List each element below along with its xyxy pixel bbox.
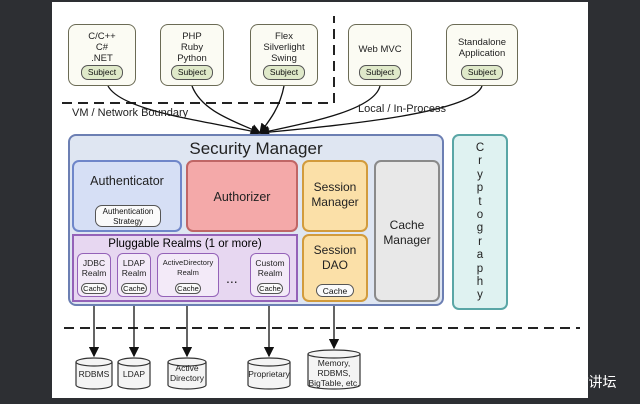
realm-label: LDAP Realm xyxy=(121,258,147,278)
cryptography-letter: y xyxy=(477,168,483,181)
db-cylinder-memory xyxy=(307,349,361,390)
realm-cache: Cache xyxy=(81,283,107,294)
realm-active-directory: ActiveDirectory Realm Cache xyxy=(157,253,219,297)
vm-boundary-line xyxy=(62,16,335,104)
client-php: PHP Ruby Python Subject xyxy=(160,24,224,86)
datastore-label: RDBMS xyxy=(78,369,110,379)
db-cylinder-proprietary xyxy=(247,357,291,390)
client-label: C/C++ C# .NET xyxy=(88,31,116,64)
realm-cache: Cache xyxy=(175,283,201,294)
client-flex: Flex Silverlight Swing Subject xyxy=(250,24,318,86)
realm-cache: Cache xyxy=(257,283,283,294)
realm-label: ActiveDirectory Realm xyxy=(162,258,214,277)
session-manager: Session Manager xyxy=(302,160,368,232)
cryptography-letter: t xyxy=(478,195,482,208)
cryptography-letter: p xyxy=(476,182,484,195)
subject-badge: Subject xyxy=(263,65,305,80)
client-arrow-2 xyxy=(191,85,262,134)
realm-custom: Custom Realm Cache xyxy=(250,253,290,297)
client-standalone: Standalone Application Subject xyxy=(446,24,518,86)
cache-manager: Cache Manager xyxy=(374,160,440,302)
cryptography-letter: y xyxy=(477,289,483,302)
client-arrow-5 xyxy=(258,85,483,138)
realms-ellipsis: ... xyxy=(226,270,238,286)
client-cpp: C/C++ C# .NET Subject xyxy=(68,24,136,86)
cryptography-letter: g xyxy=(476,222,484,235)
db-cylinder-rdbms xyxy=(75,357,113,390)
cache-manager-label: Cache Manager xyxy=(383,218,431,247)
realm-cache: Cache xyxy=(121,283,147,294)
datastore-label: Active Directory xyxy=(169,363,204,383)
local-in-process-label: Local / In-Process xyxy=(358,103,447,115)
realm-ldap: LDAP Realm Cache xyxy=(117,253,151,297)
cryptography-letter: a xyxy=(476,249,484,262)
subject-badge: Subject xyxy=(171,65,213,80)
vm-network-boundary-label: VM / Network Boundary xyxy=(72,107,189,119)
db-cylinder-ldap xyxy=(117,357,151,390)
diagram-canvas: C/C++ C# .NET Subject PHP Ruby Python Su… xyxy=(52,2,588,398)
authorizer: Authorizer xyxy=(186,160,298,232)
datastore-label: Proprietary xyxy=(248,369,290,379)
session-dao: Session DAO Cache xyxy=(302,234,368,302)
client-arrow-3 xyxy=(259,85,285,135)
client-label: Flex Silverlight Swing xyxy=(263,31,305,64)
session-dao-cache: Cache xyxy=(316,284,354,297)
cryptography-letter: h xyxy=(476,276,484,289)
pluggable-realms-title: Pluggable Realms (1 or more) xyxy=(108,238,262,250)
subject-badge: Subject xyxy=(461,65,503,80)
subject-badge: Subject xyxy=(81,65,123,80)
client-label: Standalone Application xyxy=(457,37,507,59)
watermark-text: 头条 @IT讲坛 xyxy=(530,374,617,390)
session-manager-label: Session Manager xyxy=(311,180,359,209)
authorizer-label: Authorizer xyxy=(213,190,271,204)
realm-label: Custom Realm xyxy=(255,258,285,278)
session-dao-label: Session DAO xyxy=(313,243,357,272)
cryptography-letter: p xyxy=(476,262,484,275)
client-arrow-1 xyxy=(107,85,262,137)
client-label: PHP Ruby Python xyxy=(177,31,207,64)
authenticator: Authenticator Authentication Strategy xyxy=(72,160,182,232)
realm-jdbc: JDBC Realm Cache xyxy=(77,253,111,297)
cryptography-letter: r xyxy=(478,235,482,248)
cryptography-letter: r xyxy=(478,155,482,168)
authentication-strategy: Authentication Strategy xyxy=(95,205,161,227)
connector-layer xyxy=(62,16,580,390)
client-web-mvc: Web MVC Subject xyxy=(348,24,412,86)
security-manager-title: Security Manager xyxy=(189,139,323,158)
cryptography-letter: o xyxy=(476,209,484,222)
db-cylinder-active-directory xyxy=(167,357,207,390)
datastore-label: Memory, RDBMS, BigTable, etc. xyxy=(308,358,360,388)
datastore-label: LDAP xyxy=(122,369,146,379)
realm-label: JDBC Realm xyxy=(81,258,107,278)
client-label: Web MVC xyxy=(358,44,402,55)
authenticator-label: Authenticator xyxy=(90,174,164,188)
client-arrow-4 xyxy=(258,85,381,137)
subject-badge: Subject xyxy=(359,65,401,80)
cryptography-letter: C xyxy=(475,142,485,154)
